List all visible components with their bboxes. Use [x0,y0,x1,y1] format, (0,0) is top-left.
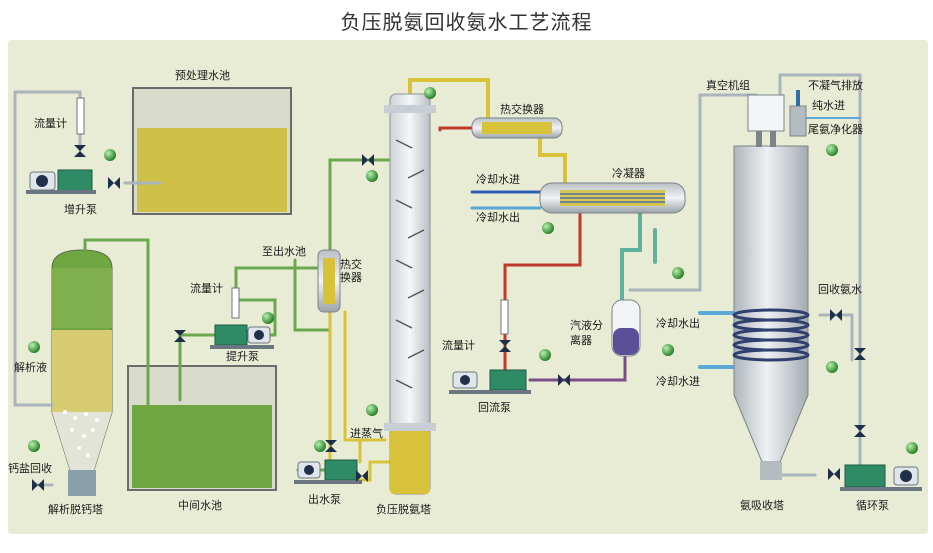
reflux-pump [449,369,531,394]
label-ammonia-purifier: 尾氨净化器 [808,123,863,136]
flowmeters [76,97,509,335]
label-cooling-water-out-2: 冷却水出 [656,317,700,330]
circulation-pump [840,464,922,491]
label-stripping-tower: 负压脱氨塔 [376,503,431,516]
booster-pump [26,169,96,194]
heat-exchanger-small [317,249,341,313]
vacuum-unit [747,94,785,147]
desorption-tower [51,249,113,496]
absorption-tower [732,145,810,480]
condenser [539,182,686,214]
label-cooling-water-in-2: 冷却水进 [656,375,700,388]
label-circulation-pump: 循环泵 [856,499,889,512]
status-indicators [28,87,918,454]
label-booster-pump: 增升泵 [64,203,97,216]
label-lift-pump: 提升泵 [226,350,259,363]
label-pretreat-tank: 预处理水池 [175,69,230,82]
stripping-tower [384,93,436,495]
label-outlet-pump: 出水泵 [308,493,341,506]
label-noncondensable-out: 不凝气排放 [808,79,863,92]
ammonia-purifier [789,90,807,137]
lift-pump [210,324,274,349]
label-cooling-water-in-1: 冷却水进 [476,173,520,186]
label-absorption-tower: 氨吸收塔 [740,499,784,512]
label-cooling-water-out-1: 冷却水出 [476,211,520,224]
label-condenser: 冷凝器 [612,167,645,180]
label-desorb-liquid: 解析液 [14,361,47,374]
label-pure-water-in: 纯水进 [812,99,845,112]
pretreatment-tank [132,87,292,215]
heat-exchanger-top [471,117,563,139]
label-middle-tank: 中间水池 [178,499,222,512]
label-flowmeter-2: 流量计 [190,282,223,295]
vapor-liquid-separator [611,299,641,357]
label-desorb-tower: 解析脱钙塔 [48,503,103,516]
outlet-pump [294,459,362,484]
label-vacuum-unit: 真空机组 [706,79,750,92]
label-flowmeter-3: 流量计 [442,339,475,352]
label-reflux-pump: 回流泵 [478,401,511,414]
middle-tank [127,365,277,491]
label-to-outlet: 至出水池 [262,245,306,258]
valves [32,145,866,491]
label-calcium-recovery: 钙盐回收 [8,462,52,475]
label-steam-in: 进蒸气 [350,427,383,440]
label-heat-exchanger-top: 热交换器 [500,103,544,116]
diagram-title: 负压脱氨回收氨水工艺流程 [340,10,593,34]
label-recovered-ammonia: 回收氨水 [818,283,862,296]
label-separator: 汽液分离器 [570,319,603,347]
label-heat-exchanger-small: 热交换器 [340,258,362,284]
label-flowmeter-1: 流量计 [34,117,67,130]
